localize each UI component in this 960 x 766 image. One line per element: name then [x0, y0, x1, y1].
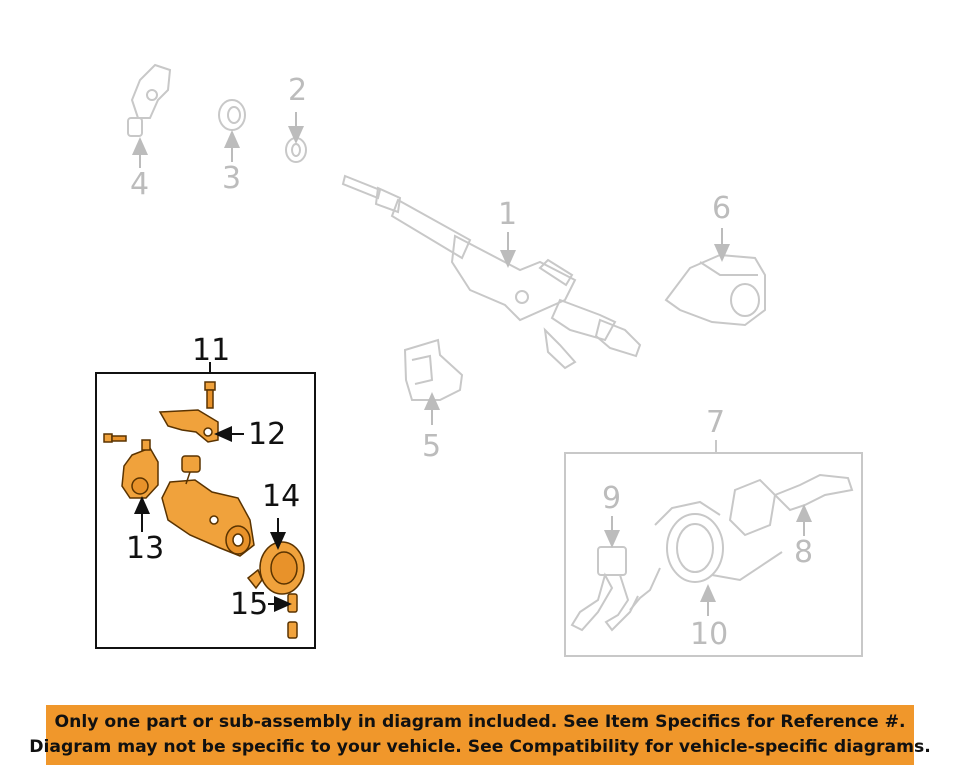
part-12-bracket	[158, 381, 219, 443]
disclaimer-banner: Only one part or sub-assembly in diagram…	[29, 705, 931, 765]
part-2-washer	[285, 137, 307, 163]
part-4-universal-joint	[127, 63, 172, 137]
part-10-clock-spring	[629, 500, 783, 611]
part-5-bracket	[403, 338, 464, 401]
part-bolt	[103, 433, 127, 443]
part-15-pins	[287, 593, 298, 639]
part-6-column-cover	[664, 253, 766, 327]
callout-6: 6	[712, 191, 732, 226]
callout-12: 12	[248, 417, 287, 452]
part-13-switch	[121, 439, 159, 499]
group-7-box	[564, 452, 863, 657]
part-14-ring	[246, 541, 305, 595]
parts-diagram	[95, 63, 863, 657]
part-9-switch	[570, 546, 639, 632]
callout-3: 3	[222, 161, 242, 196]
callout-7: 7	[706, 405, 726, 440]
part-lock-housing	[161, 455, 255, 557]
callout-2: 2	[288, 73, 308, 108]
banner-line-2: Diagram may not be specific to your vehi…	[29, 737, 931, 757]
callout-13: 13	[126, 531, 165, 566]
banner-line-1: Only one part or sub-assembly in diagram…	[54, 712, 906, 732]
callout-11: 11	[192, 333, 231, 368]
callout-15: 15	[230, 587, 269, 622]
callout-5: 5	[422, 429, 442, 464]
callout-14: 14	[262, 479, 301, 514]
callout-8: 8	[794, 535, 814, 570]
callout-1: 1	[498, 197, 518, 232]
callout-10: 10	[690, 617, 729, 652]
callout-9: 9	[602, 481, 622, 516]
callout-4: 4	[130, 167, 150, 202]
part-1-steering-column	[341, 174, 642, 370]
part-3-bushing	[218, 99, 246, 131]
part-8-switch	[728, 473, 854, 537]
group-11-box	[95, 372, 316, 649]
